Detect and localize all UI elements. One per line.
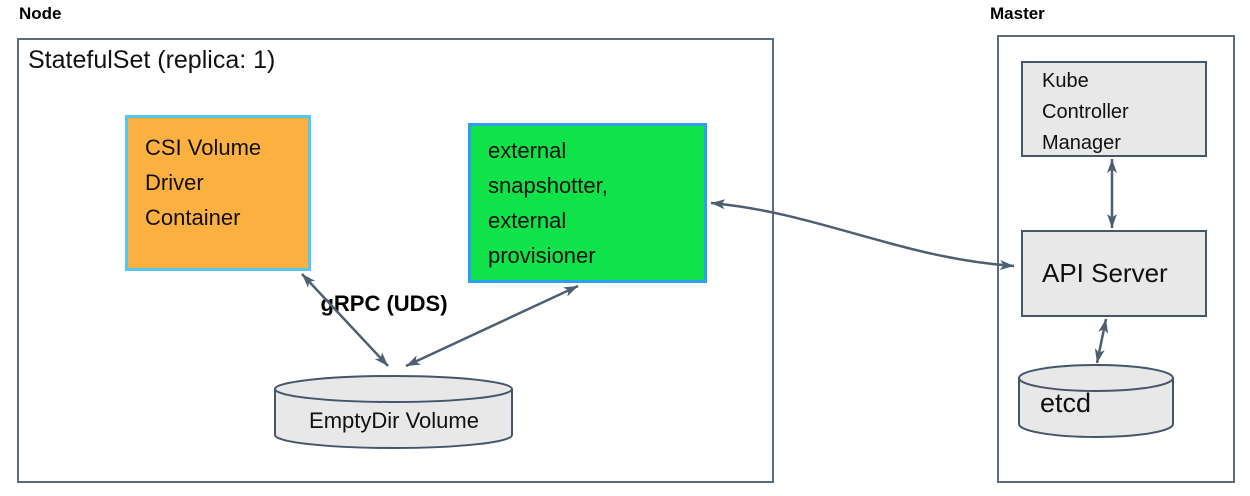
api-server-box: API Server [1021,230,1207,317]
etcd-label: etcd [1040,388,1092,418]
kube-controller-manager-box: Kube Controller Manager [1021,61,1207,157]
emptydir-volume-label: EmptyDir Volume [309,408,479,433]
csi-volume-driver-box: CSI Volume Driver Container [125,115,311,271]
sidecar-containers-box: external snapshotter, external provision… [468,123,707,283]
grpc-uds-label: gRPC (UDS) [320,291,448,316]
node-title: Node [19,4,62,23]
master-title: Master [990,4,1045,23]
sidecar-containers-label: external snapshotter, external provision… [488,138,608,268]
statefulset-label: StatefulSet (replica: 1) [28,46,276,74]
csi-volume-driver-label: CSI Volume Driver Container [145,135,262,230]
kube-controller-manager-label: Kube Controller Manager [1042,70,1129,154]
api-server-label: API Server [1042,258,1168,288]
